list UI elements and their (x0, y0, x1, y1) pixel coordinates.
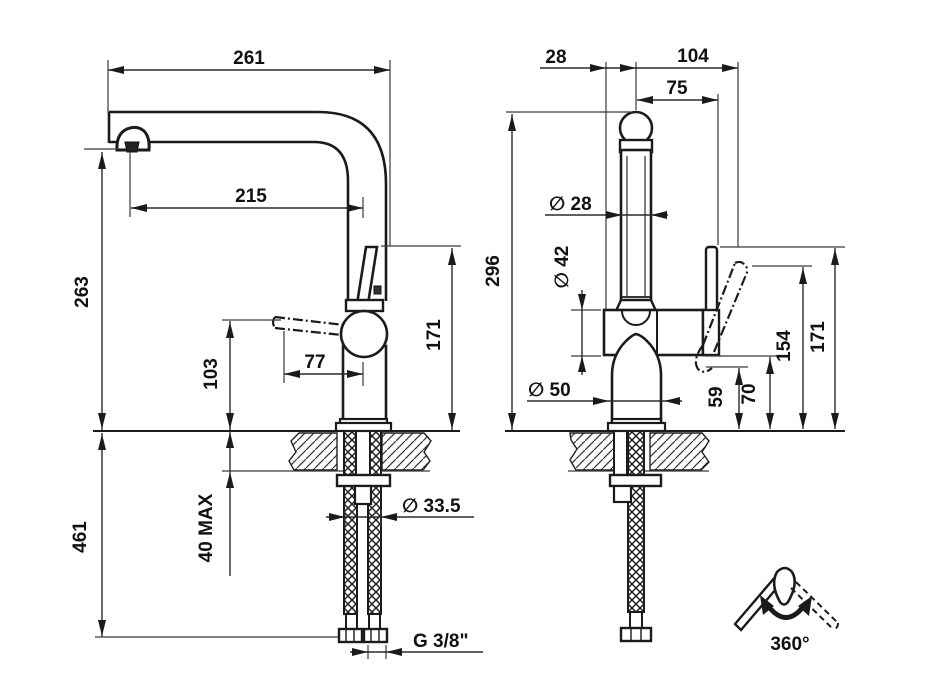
hose-fitting-front (619, 626, 653, 643)
rotation-label: 360° (770, 634, 809, 655)
dim-body-diameter: ∅ 42 (552, 246, 601, 375)
rotation-icon: 360° (733, 566, 839, 655)
nut-front (612, 484, 633, 504)
dim-label-263: 263 (72, 276, 93, 308)
dim-label-59: 59 (706, 386, 727, 407)
handle-rod-front (704, 245, 719, 314)
dim-handle-offset: 75 (637, 78, 719, 245)
hose-fitting-left (337, 627, 364, 644)
dim-label-296: 296 (483, 255, 504, 287)
dim-top-offsets: 28 104 (540, 46, 739, 309)
lever-dashed-position (790, 581, 839, 630)
dim-label-154: 154 (774, 330, 795, 362)
dim-label-28: 28 (545, 47, 566, 68)
dim-label-171-side: 171 (424, 319, 445, 351)
countertop-hatch-left (288, 432, 338, 471)
countertop-hatch-right (381, 432, 432, 471)
dim-spout-height: 263 (72, 148, 118, 430)
dim-label-d28: ∅ 28 (549, 194, 592, 215)
dim-body-underside: 70 (705, 355, 778, 429)
spout-tube-front (619, 148, 653, 303)
dim-label-75: 75 (666, 78, 688, 99)
dim-label-thread: G 3/8" (413, 631, 468, 652)
base-dome (610, 332, 663, 426)
dim-handle-height: 103 (201, 319, 281, 430)
dim-hose-thread: G 3/8" (350, 631, 483, 659)
handle-base-front (701, 308, 721, 357)
dim-spout-reach: 215 (129, 152, 364, 218)
dim-label-215: 215 (235, 186, 267, 207)
side-faucet-body (107, 110, 393, 433)
dim-label-171-front: 171 (808, 321, 829, 353)
countertop-hatch-left-front (569, 432, 615, 471)
lever-knob (772, 566, 797, 606)
handle-alt-tilted-dashed (694, 260, 750, 373)
dim-spout-diameter: ∅ 28 (545, 194, 668, 219)
mounting-washer (335, 473, 392, 488)
side-view: 261 215 263 103 (70, 48, 483, 659)
handle-screw (373, 285, 382, 295)
front-view: 28 104 75 296 ∅ 28 (483, 46, 845, 643)
aerator-nozzle (124, 141, 140, 153)
hose-fitting-right (362, 627, 389, 644)
dim-label-d42: ∅ 42 (552, 246, 573, 289)
hose-front (627, 430, 645, 613)
front-faucet-body (602, 110, 750, 433)
dim-label-104: 104 (677, 46, 709, 67)
dim-label-261: 261 (233, 48, 265, 69)
dim-body-height-side: 171 (381, 245, 461, 430)
side-supply-hoses (335, 430, 392, 644)
mounting-nut (353, 484, 373, 506)
dim-handle-length: 77 (283, 331, 364, 386)
dim-label-d50: ∅ 50 (528, 380, 571, 401)
handle-alt-position-dashed (271, 315, 345, 337)
dim-label-hole: ∅ 33.5 (402, 496, 461, 517)
dim-hole-diameter: ∅ 33.5 (326, 496, 474, 526)
front-countertop (505, 430, 845, 472)
body-column-side (341, 344, 388, 426)
dim-base-diameter: ∅ 50 (527, 380, 682, 405)
dim-label-70: 70 (739, 383, 760, 404)
handle-lever-side (355, 245, 379, 306)
dim-overall-reach: 261 (107, 48, 391, 246)
dim-overall-height: 296 (483, 111, 633, 430)
front-supply-hose (608, 430, 663, 643)
spout-outline (107, 110, 388, 301)
spout-collar (344, 298, 385, 313)
dim-label-40max: 40 MAX (196, 493, 217, 562)
dim-label-103: 103 (201, 358, 222, 390)
countertop-hatch-right-front (649, 432, 710, 471)
ball-joint (339, 309, 389, 359)
side-countertop (93, 430, 460, 472)
dim-install-depth: 461 (70, 433, 338, 638)
washer-front (608, 473, 663, 488)
dim-label-461: 461 (70, 521, 91, 553)
dim-deck-thickness: 40 MAX (196, 431, 234, 576)
swivel-arc (621, 310, 651, 326)
dim-lever-top-height: 171 (720, 246, 845, 429)
dim-lever-low-clearance: 59 (706, 366, 748, 429)
dim-lever-tilted-height: 154 (752, 265, 812, 429)
dim-label-77: 77 (304, 352, 325, 373)
